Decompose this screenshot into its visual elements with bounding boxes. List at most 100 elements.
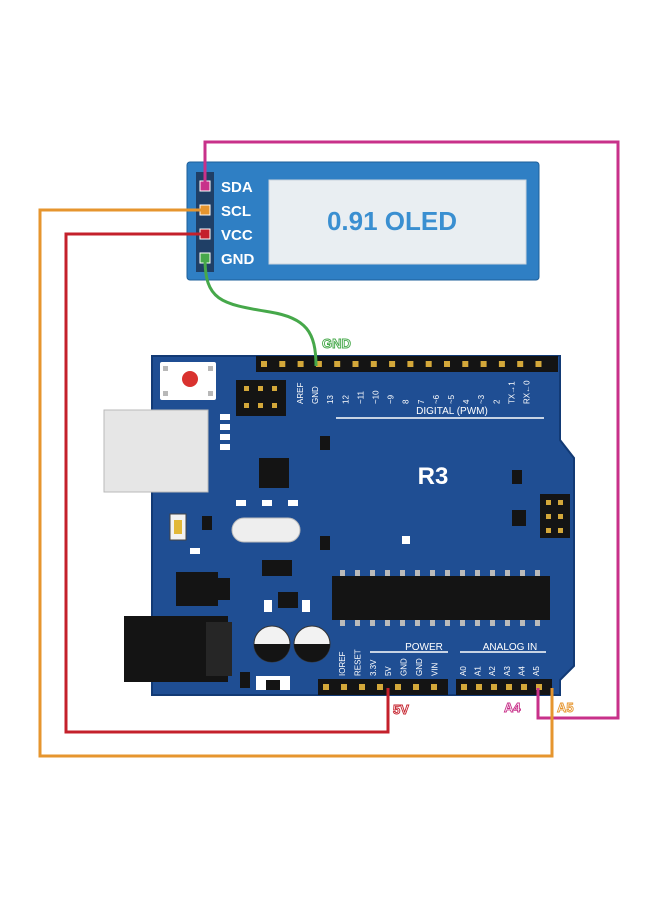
- pin-label: ~11: [356, 390, 365, 404]
- pin-label: A1: [474, 666, 483, 676]
- pin-label: 2: [492, 399, 501, 404]
- chip-pin: [520, 570, 525, 576]
- pin-label: RESET: [353, 649, 362, 676]
- pin-label: A4: [517, 666, 526, 676]
- wire-gnd-to-gnd: [203, 257, 318, 367]
- pin-label: ~5: [447, 394, 456, 404]
- chip-pin: [430, 620, 435, 626]
- pin-label: ~3: [477, 394, 486, 404]
- power-header-holes: [323, 684, 437, 690]
- header-hole: [506, 684, 512, 690]
- pin-label: 3.3V: [369, 659, 378, 676]
- header-hole: [323, 684, 329, 690]
- chip-pin: [370, 620, 375, 626]
- header-hole: [476, 684, 482, 690]
- header-hole: [297, 361, 304, 367]
- wire-label-a4: A4: [504, 700, 521, 715]
- icsp-header-left: [236, 380, 286, 416]
- pin-label: GND: [400, 658, 409, 676]
- pin-label: GND: [311, 386, 320, 404]
- pin-label: 5V: [384, 666, 393, 676]
- pin-label: GND: [415, 658, 424, 676]
- oled-module: 0.91 OLED SDA SCL VCC GND: [186, 161, 540, 281]
- pin-label: 12: [341, 395, 350, 404]
- chip-pin: [400, 570, 405, 576]
- voltage-regulator: [176, 572, 218, 606]
- pin-label: IOREF: [338, 651, 347, 676]
- wire-label-gnd: GND: [322, 336, 351, 351]
- pin-label: 8: [402, 399, 411, 404]
- chip-pin: [340, 570, 345, 576]
- pin-label: VIN: [430, 662, 439, 676]
- icsp-header-right: [540, 494, 570, 538]
- smd-components: [190, 414, 526, 690]
- chip-pin: [355, 570, 360, 576]
- header-hole: [535, 361, 542, 367]
- capacitors: [253, 625, 331, 663]
- chip-pin: [505, 570, 510, 576]
- header-hole: [413, 684, 419, 690]
- header-hole: [462, 361, 469, 367]
- chip-pin: [475, 620, 480, 626]
- header-hole: [334, 361, 341, 367]
- wire-scl-to-a5: [38, 208, 554, 758]
- pin-label: ~10: [372, 390, 381, 404]
- pin-label: A0: [459, 666, 468, 676]
- chip-pin: [460, 620, 465, 626]
- chip-pin: [445, 620, 450, 626]
- header-hole: [536, 684, 542, 690]
- chip-pin: [460, 570, 465, 576]
- chip-pin: [535, 570, 540, 576]
- usb-chip: [259, 458, 289, 488]
- chip-pin: [490, 620, 495, 626]
- chip-pin: [445, 570, 450, 576]
- pin-label: 7: [417, 399, 426, 404]
- pin-label: ~6: [432, 394, 441, 404]
- chip-pin: [490, 570, 495, 576]
- header-hole: [425, 361, 432, 367]
- atmega-chip: [332, 576, 550, 620]
- wires: [38, 140, 620, 758]
- usb-connector: [103, 409, 209, 493]
- header-hole: [377, 684, 383, 690]
- header-hole: [431, 684, 437, 690]
- oled-pin-vcc: VCC: [221, 227, 253, 244]
- chip-pin: [505, 620, 510, 626]
- chip-pin: [415, 570, 420, 576]
- analog-header-holes: [461, 684, 542, 690]
- header-hole: [389, 361, 396, 367]
- header-hole: [444, 361, 450, 367]
- power-pin-labels: IOREF RESET 3.3V 5V GND GND VIN: [338, 649, 439, 676]
- header-hole: [407, 361, 414, 367]
- header-hole: [261, 361, 267, 367]
- header-hole: [315, 361, 322, 367]
- analog-header: [456, 679, 552, 695]
- header-hole: [341, 684, 347, 690]
- chip-pin: [475, 570, 480, 576]
- crystal: [231, 517, 301, 543]
- chip-pin: [430, 570, 435, 576]
- header-hole: [491, 684, 497, 690]
- chip-pin: [340, 620, 345, 626]
- pin-label: ~9: [387, 394, 396, 404]
- pin-label: AREF: [296, 383, 305, 404]
- chip-pin: [535, 620, 540, 626]
- pin-label: 13: [326, 395, 335, 404]
- pin-label: A2: [488, 666, 497, 676]
- header-hole: [461, 684, 467, 690]
- board-model-label: R3: [418, 463, 449, 490]
- header-hole: [395, 684, 401, 690]
- pin-label: 4: [462, 399, 471, 404]
- header-hole: [279, 361, 286, 367]
- wire-vcc-to-5v: [64, 232, 390, 734]
- wire-sda-to-a4: [203, 140, 620, 720]
- pin-label: A3: [503, 666, 512, 676]
- pin-label: TX→1: [507, 381, 516, 404]
- chip-pin: [385, 620, 390, 626]
- chip-pin: [385, 570, 390, 576]
- header-hole: [359, 684, 365, 690]
